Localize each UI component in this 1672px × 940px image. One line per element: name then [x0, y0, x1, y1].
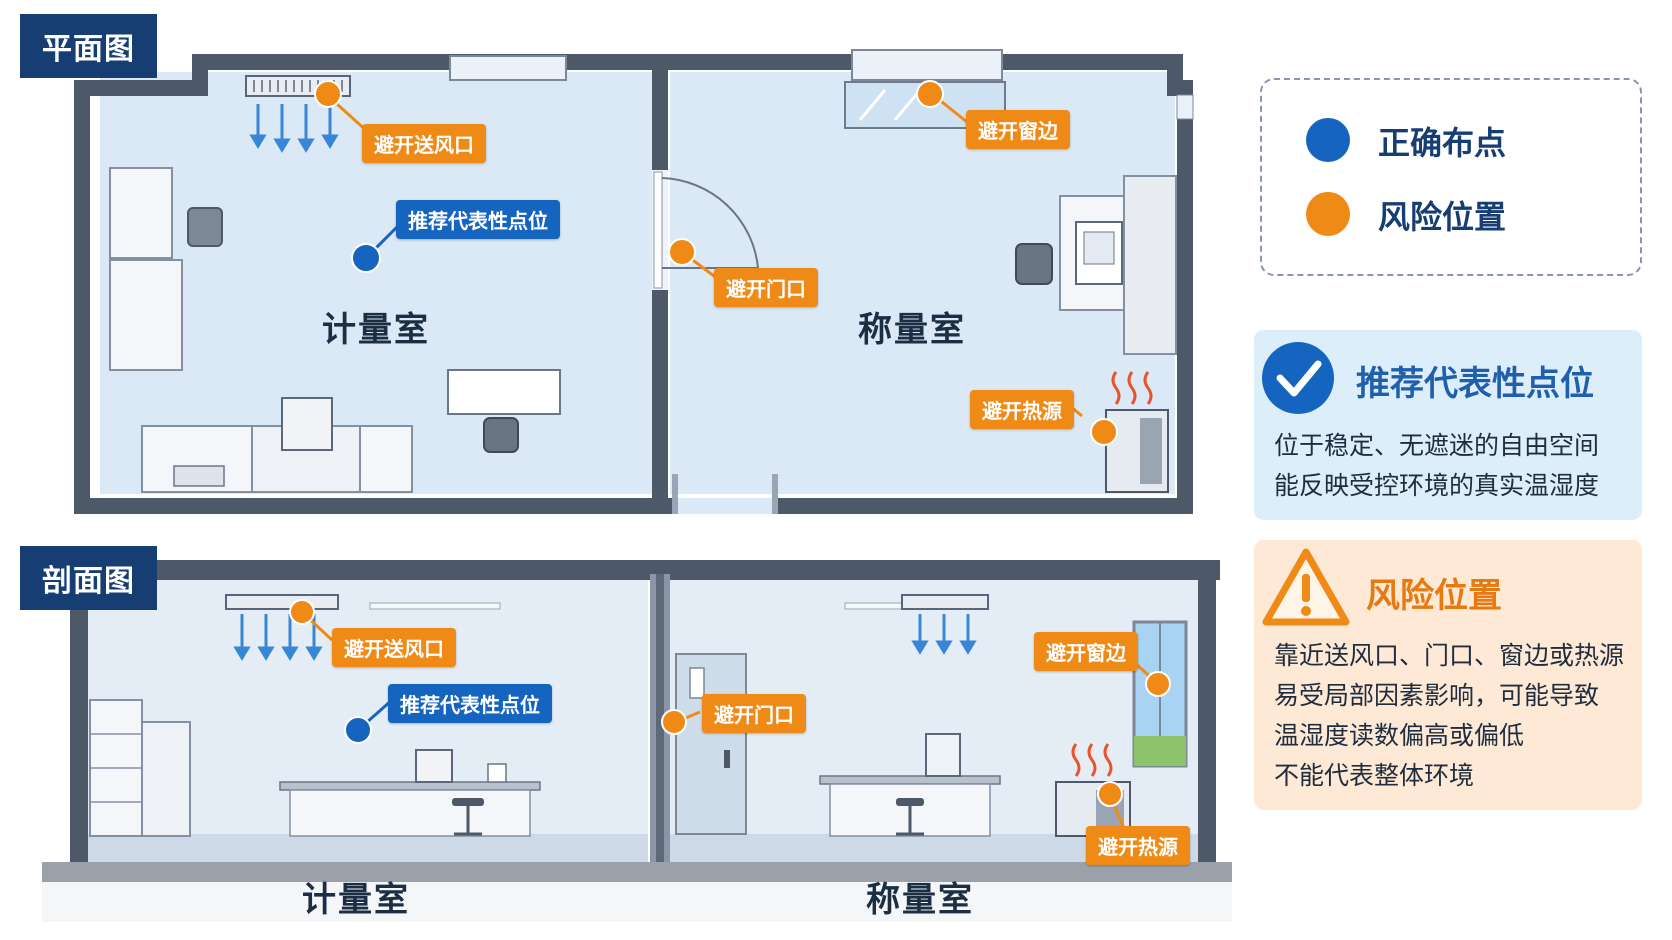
- recommend-card-title: 推荐代表性点位: [1356, 364, 1594, 404]
- plan-tag-recommended: 推荐代表性点位: [396, 200, 560, 239]
- legend-risk: 风险位置: [1378, 198, 1507, 236]
- check-icon: [1276, 360, 1322, 397]
- plan-tag-window: 避开窗边: [966, 110, 1070, 149]
- section-room-left: 计量室: [302, 880, 410, 920]
- risk-card-body: 靠近送风口、门口、窗边或热源 易受局部因素影响，可能导致 温湿度读数偏高或偏低 …: [1274, 636, 1624, 796]
- risk-line-3: 温湿度读数偏高或偏低: [1274, 721, 1525, 750]
- section-airflow-arrows: [233, 614, 977, 661]
- section-title: 剖面图: [20, 546, 157, 610]
- plan-dot-window: [916, 80, 944, 108]
- section-supply-vent-right: [901, 594, 989, 610]
- risk-line-1: 靠近送风口、门口、窗边或热源: [1274, 641, 1625, 670]
- section-room-right: 称量室: [866, 880, 974, 920]
- legend-correct: 正确布点: [1378, 124, 1507, 162]
- plan-dot-heat: [1090, 418, 1118, 446]
- recommend-card-body: 位于稳定、无遮迷的自由空间 能反映受控环境的真实温湿度: [1274, 426, 1599, 506]
- plan-inner-wall: [652, 62, 668, 170]
- plan-tag-door: 避开门口: [714, 268, 818, 307]
- section-dot-door: [661, 709, 687, 735]
- section-view: [42, 560, 1232, 922]
- section-tag-door: 避开门口: [702, 694, 806, 733]
- section-tag-recommended: 推荐代表性点位: [388, 684, 552, 723]
- risk-line-2: 易受局部因素影响，可能导致: [1274, 681, 1600, 710]
- section-dot-heat: [1097, 781, 1123, 807]
- section-dot-window: [1145, 671, 1171, 697]
- plan-airflow-arrows: [249, 104, 339, 153]
- section-heat-waves: [1071, 743, 1113, 777]
- recommend-line-2: 能反映受控环境的真实温湿度: [1274, 471, 1600, 500]
- plan-tag-supply-vent: 避开送风口: [362, 124, 486, 163]
- check-icon-bg: [1262, 342, 1334, 414]
- section-dot-supply-vent: [289, 599, 315, 625]
- plan-title: 平面图: [20, 14, 157, 78]
- recommend-line-1: 位于稳定、无遮迷的自由空间: [1274, 431, 1600, 460]
- legend-dot-correct: [1306, 118, 1350, 162]
- plan-tag-heat: 避开热源: [970, 390, 1074, 429]
- section-tag-heat: 避开热源: [1086, 826, 1190, 865]
- risk-line-4: 不能代表整体环境: [1274, 761, 1475, 790]
- section-tag-supply-vent: 避开送风口: [332, 628, 456, 667]
- risk-card-title: 风险位置: [1366, 576, 1502, 616]
- legend-box: 正确布点 风险位置: [1260, 78, 1642, 276]
- plan-heat-waves: [1111, 371, 1153, 405]
- plan-room-right: 称量室: [858, 310, 966, 350]
- plan-dot-door: [668, 238, 696, 266]
- plan-outer-wall: [74, 54, 1193, 514]
- plan-view: [74, 49, 1194, 514]
- section-dot-recommended: [344, 716, 372, 744]
- section-supply-vent-left: [225, 594, 339, 610]
- plan-dot-recommended: [351, 243, 381, 273]
- legend-dot-risk: [1306, 192, 1350, 236]
- section-tag-window: 避开窗边: [1034, 632, 1138, 671]
- plan-room-left: 计量室: [322, 310, 430, 350]
- plan-dot-supply-vent: [314, 80, 342, 108]
